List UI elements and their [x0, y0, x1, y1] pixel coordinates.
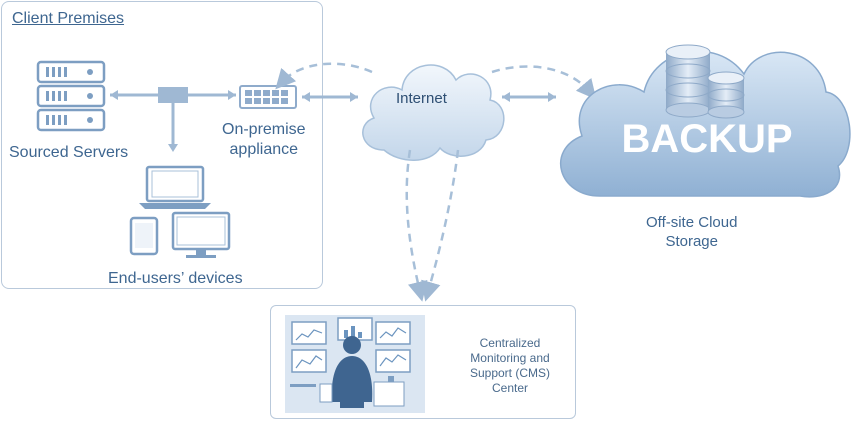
- desktop-monitor-icon: [171, 211, 231, 258]
- off-site-storage-label: Off-site Cloud Storage: [646, 213, 737, 251]
- cms-box: [270, 305, 576, 419]
- appliance-label-line2: appliance: [229, 141, 299, 158]
- server-stack-icon: [36, 60, 106, 132]
- end-user-devices-label: End-users’ devices: [108, 270, 243, 287]
- tablet-icon: [129, 216, 159, 256]
- cms-label: Centralized Monitoring and Support (CMS)…: [450, 336, 570, 396]
- network-switch-icon: [110, 87, 236, 152]
- database-cylinders-icon: [665, 44, 745, 119]
- off-site-storage-line1: Off-site Cloud: [646, 214, 738, 231]
- client-premises-title: Client Premises: [12, 10, 125, 27]
- cms-label-line2: Monitoring and: [470, 351, 550, 365]
- internet-cloud-icon: [362, 64, 505, 161]
- appliance-icon: [239, 85, 297, 109]
- sourced-servers-label: Sourced Servers: [9, 144, 129, 161]
- cms-label-line4: Center: [491, 381, 529, 395]
- off-site-storage-line2: Storage: [665, 233, 718, 250]
- appliance-label-line1: On-premise: [222, 121, 306, 138]
- internet-label: Internet: [396, 90, 447, 107]
- cms-monitoring-scene-icon: [285, 315, 425, 413]
- client-premises-box: [1, 1, 323, 289]
- appliance-label: On-premise appliance: [222, 120, 306, 160]
- laptop-icon: [139, 165, 211, 209]
- backup-cloud-icon: [559, 50, 851, 198]
- backup-cloud-text: BACKUP: [621, 117, 792, 161]
- cms-label-line3: Support (CMS): [469, 366, 551, 380]
- dashed-links: [275, 62, 597, 302]
- cms-label-line1: Centralized: [479, 336, 541, 350]
